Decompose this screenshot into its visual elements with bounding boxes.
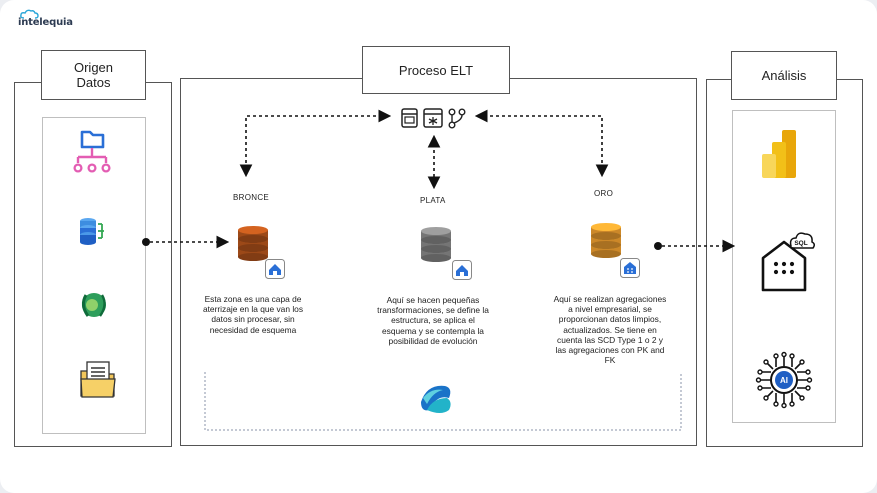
stage-label-gold: ORO <box>594 189 614 198</box>
pipeline-icon <box>448 108 466 129</box>
silver-database-icon <box>421 227 451 262</box>
gold-desc-line: cuenta las SCD Type 1 o 2 y <box>557 334 663 345</box>
database-connector-icon <box>80 218 104 245</box>
sql-warehouse-icon: SQL <box>761 232 816 292</box>
silver-description: Aquí se hacen pequeñas transformaciones,… <box>372 295 494 346</box>
silver-desc-line: estructura, se aplica el <box>391 315 475 326</box>
folder-network-icon <box>73 130 111 173</box>
gold-desc-line: actualizados. Se tiene en <box>563 324 657 335</box>
bronze-desc-line: necesidad de esquema <box>209 324 297 335</box>
gold-database-icon <box>591 223 621 258</box>
spark-job-icon <box>423 108 443 128</box>
silver-desc-line: transformaciones, se define la <box>377 305 489 316</box>
stage-label-bronze: BRONCE <box>233 193 270 202</box>
medallion-group-outline <box>204 372 682 431</box>
process-title-box: Proceso ELT <box>362 46 510 94</box>
tool-icons-group <box>401 108 466 129</box>
silver-lakehouse-badge-icon <box>452 260 472 280</box>
dataverse-icon <box>81 293 106 317</box>
analysis-title-box: Análisis <box>731 51 837 100</box>
silver-desc-line: esquema y se contempla la <box>382 325 484 336</box>
gold-desc-line: FK <box>604 355 616 366</box>
logo-text: intelequia <box>18 17 73 28</box>
bronze-desc-line: datos sin procesar, sin <box>211 314 295 325</box>
gold-description: Aquí se realizan agregaciones a nivel em… <box>540 294 680 365</box>
ai-badge-text: AI <box>780 376 788 385</box>
bronze-desc-line: Esta zona es una capa de <box>204 294 302 304</box>
bronze-desc-line: aterrizaje en la que van los <box>202 304 304 315</box>
gold-desc-line: las agregaciones con PK and <box>555 345 665 356</box>
bronze-lakehouse-badge-icon <box>265 259 285 279</box>
process-title: Proceso ELT <box>398 62 474 78</box>
gold-desc-line: Aquí se realizan agregaciones <box>553 294 667 304</box>
tools-to-bronze-arrow <box>239 109 392 178</box>
fabric-icon <box>421 385 451 413</box>
gold-warehouse-badge-icon <box>620 258 640 278</box>
stage-label-silver: PLATA <box>420 196 446 205</box>
origin-title-box: Origen Datos <box>41 50 146 100</box>
analysis-title: Análisis <box>761 68 807 83</box>
tools-to-gold-arrow <box>474 109 609 178</box>
bronze-database-icon <box>238 226 268 261</box>
origin-title-line1: Origen <box>73 60 114 75</box>
silver-desc-line: posibilidad de evolución <box>388 335 478 346</box>
silver-desc-line: Aquí se hacen pequeñas <box>386 295 480 305</box>
gold-desc-line: a nivel empresarial, se <box>568 304 652 315</box>
logo-cloud-icon <box>20 9 39 19</box>
file-folder-icon <box>80 361 116 398</box>
origin-title-line2: Datos <box>76 75 111 90</box>
sql-badge-text: SQL <box>794 240 807 247</box>
gold-desc-line: proporcionan datos limpios, <box>558 314 662 325</box>
powerbi-icon <box>762 130 796 178</box>
ai-chip-icon: AI <box>755 351 813 409</box>
bronze-description: Esta zona es una capa de aterrizaje en l… <box>197 294 309 335</box>
notebook-icon <box>401 108 418 128</box>
